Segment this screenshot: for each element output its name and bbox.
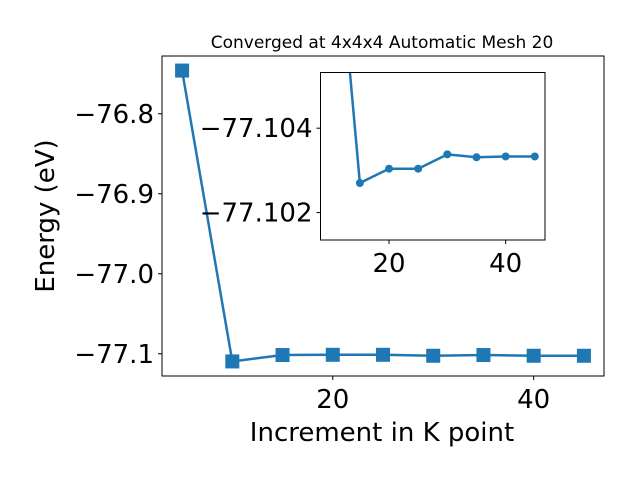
main-ytick-label: −76.9 (74, 180, 154, 210)
main-point-20 (325, 347, 340, 362)
inset-point-30 (443, 150, 452, 159)
main-ytick-label: −77.1 (74, 340, 154, 370)
main-data (175, 63, 591, 369)
chart-title: Converged at 4x4x4 Automatic Mesh 20 (211, 33, 554, 53)
x-axis-label: Increment in K point (250, 418, 514, 448)
inset-frame (320, 72, 546, 241)
main-ytick-label: −77.0 (74, 260, 154, 290)
inset-series-line (348, 72, 535, 185)
main-point-30 (426, 348, 441, 363)
main-point-15 (275, 348, 290, 363)
inset-point-35 (472, 153, 481, 162)
inset-point-40 (501, 152, 510, 161)
main-point-35 (476, 348, 491, 363)
main-point-40 (526, 348, 541, 363)
inset-ytick-label: −77.102 (200, 199, 313, 229)
main-point-10 (225, 354, 240, 369)
main-frame (161, 55, 605, 377)
y-axis-label: Energy (eV) (31, 139, 61, 292)
inset-xtick-label: 40 (489, 249, 522, 279)
inset-point-45 (530, 152, 539, 161)
inset-point-20 (385, 164, 394, 173)
inset-point-25 (414, 164, 423, 173)
inset-xtick-label: 20 (372, 249, 405, 279)
main-xtick-label: 40 (517, 385, 550, 415)
main-point-5 (175, 63, 190, 78)
main-ytick-label: −76.8 (74, 100, 154, 130)
inset-point-15 (355, 179, 364, 188)
main-point-25 (376, 347, 390, 362)
inset-ytick-label: −77.104 (200, 114, 313, 144)
inset-data (348, 72, 539, 188)
main-xtick-label: 20 (316, 385, 349, 415)
main-point-45 (576, 348, 591, 363)
